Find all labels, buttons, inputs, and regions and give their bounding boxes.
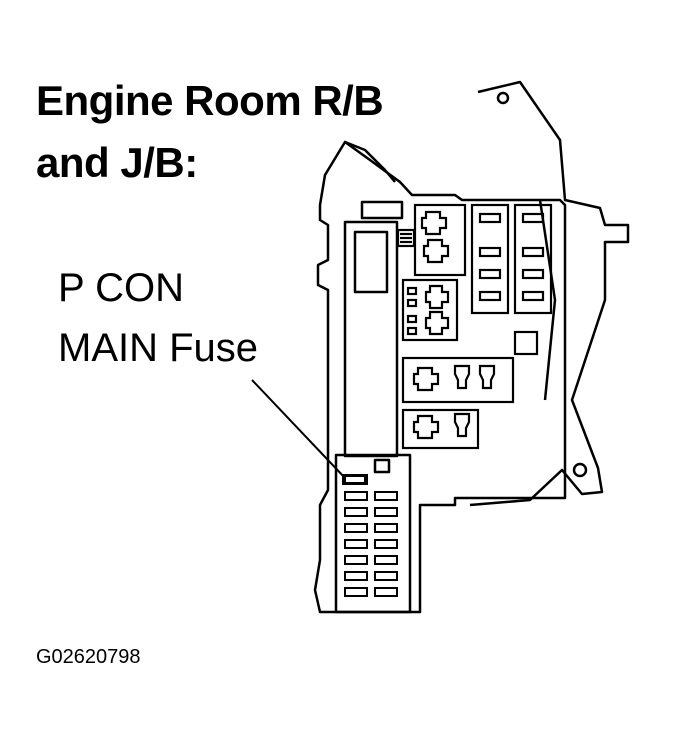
title-line-1: Engine Room R/B xyxy=(36,77,384,124)
relay-d-1 xyxy=(412,414,440,440)
relay-block-c xyxy=(401,356,515,404)
relay-block-d xyxy=(401,408,480,450)
diagram-title: Engine Room R/B and J/B: xyxy=(36,70,384,194)
junction-block-outline xyxy=(313,140,567,614)
relay-a-2 xyxy=(422,238,450,264)
mounting-bracket xyxy=(469,80,630,507)
small-box-lower xyxy=(373,458,391,474)
fuse-column-2 xyxy=(513,203,553,315)
mini-connector xyxy=(396,228,416,248)
relay-b-2 xyxy=(424,310,450,336)
relay-a-1 xyxy=(420,210,448,236)
fuse-panel-frame xyxy=(334,453,412,614)
long-connector-frame xyxy=(343,220,399,458)
callout-leader-line xyxy=(251,379,346,479)
callout-line-2: MAIN Fuse xyxy=(58,326,259,370)
callout-line-1: P CON xyxy=(58,266,184,310)
square-connector xyxy=(513,330,539,356)
relay-d-2 xyxy=(453,412,471,438)
top-small-fuse xyxy=(360,200,404,220)
long-connector-window xyxy=(353,230,389,294)
callout-label: P CON MAIN Fuse xyxy=(58,258,258,378)
title-line-2: and J/B: xyxy=(36,139,198,186)
relay-c-1 xyxy=(412,366,440,392)
relay-block-b xyxy=(401,278,459,342)
fuse-column-1 xyxy=(470,203,510,315)
relay-c-2 xyxy=(453,364,471,390)
bracket-bolt-hole-top xyxy=(496,91,510,105)
figure-id: G02620798 xyxy=(36,646,141,668)
fuse-l1 xyxy=(344,491,368,501)
relay-c-3 xyxy=(478,364,496,390)
bracket-bolt-hole-bottom xyxy=(572,462,588,478)
relay-b-1 xyxy=(424,284,450,310)
